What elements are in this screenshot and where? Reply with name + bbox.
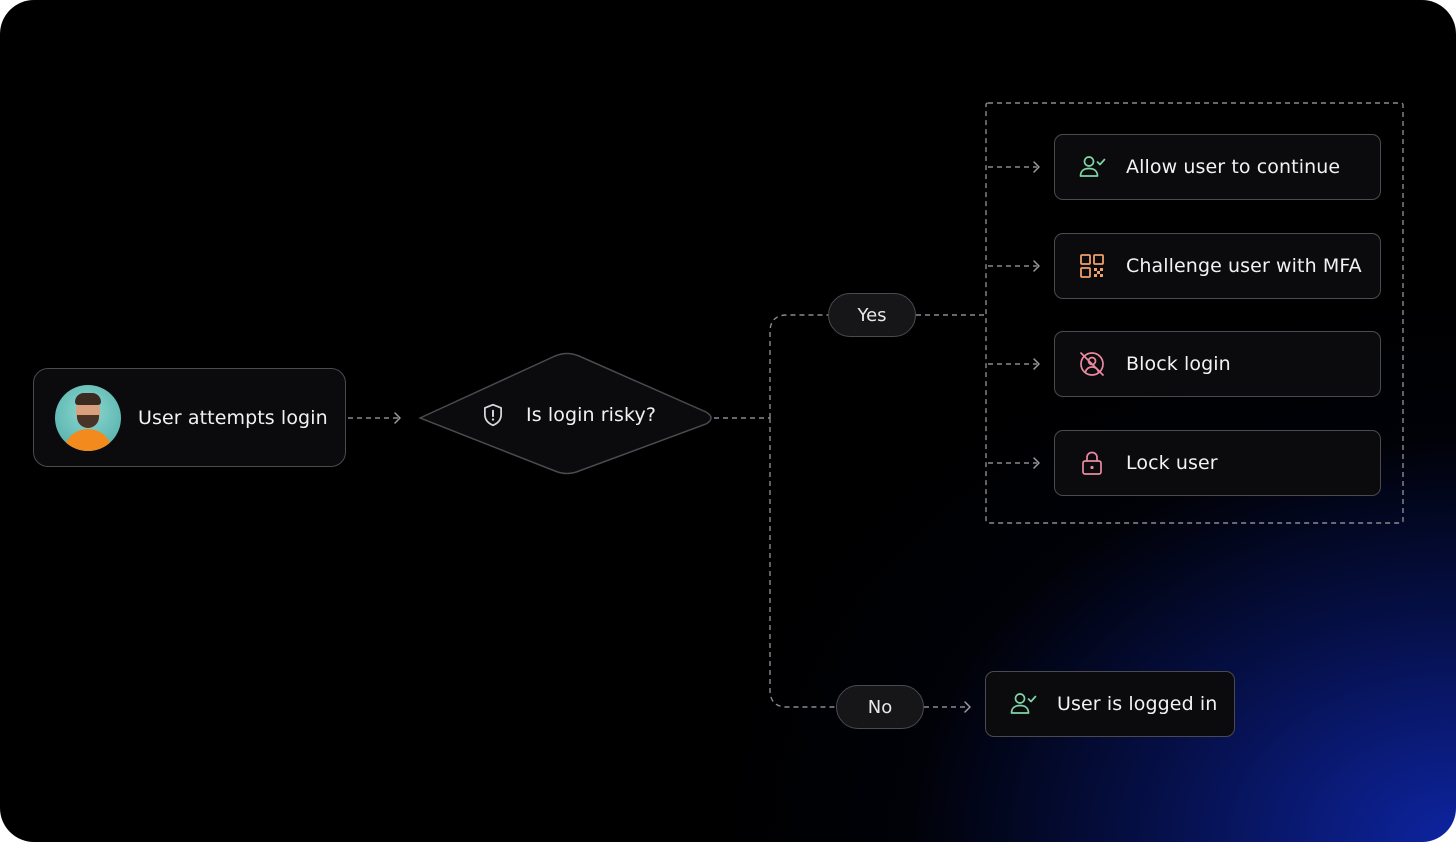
outcome-logged-in[interactable]: User is logged in xyxy=(985,671,1235,737)
branch-no-pill[interactable]: No xyxy=(836,685,924,729)
action-allow-user[interactable]: Allow user to continue xyxy=(1054,134,1381,200)
action-block-login[interactable]: Block login xyxy=(1054,331,1381,397)
risky-actions-group xyxy=(985,102,1404,524)
shield-alert-icon xyxy=(484,403,502,427)
branch-yes-pill[interactable]: Yes xyxy=(828,293,916,337)
arrowhead xyxy=(1033,161,1040,173)
arrowhead xyxy=(964,701,971,713)
outcome-label: User is logged in xyxy=(1057,693,1218,715)
action-challenge-mfa[interactable]: Challenge user with MFA xyxy=(1054,233,1381,299)
action-label: Allow user to continue xyxy=(1126,156,1341,178)
action-label: Lock user xyxy=(1126,452,1218,474)
connector-to-no xyxy=(769,418,836,708)
start-node-label: User attempts login xyxy=(138,406,328,429)
arrowhead xyxy=(1033,457,1040,469)
arrowhead xyxy=(394,412,401,424)
action-label: Block login xyxy=(1126,353,1231,375)
decision-diamond xyxy=(418,352,712,475)
decision-node[interactable]: Is login risky? xyxy=(480,399,656,431)
user-check-icon xyxy=(1079,156,1106,177)
blocked-icon xyxy=(1080,352,1104,376)
connector-to-yes xyxy=(769,314,828,418)
arrowhead xyxy=(1033,260,1040,272)
action-lock-user[interactable]: Lock user xyxy=(1054,430,1381,496)
user-check-icon xyxy=(1010,693,1037,714)
arrowhead xyxy=(1033,358,1040,370)
decision-label: Is login risky? xyxy=(526,404,657,426)
user-avatar xyxy=(55,384,121,451)
action-label: Challenge user with MFA xyxy=(1126,255,1362,277)
qr-code-icon xyxy=(1080,254,1104,278)
lock-icon xyxy=(1082,451,1102,475)
start-node[interactable]: User attempts login xyxy=(33,368,346,467)
